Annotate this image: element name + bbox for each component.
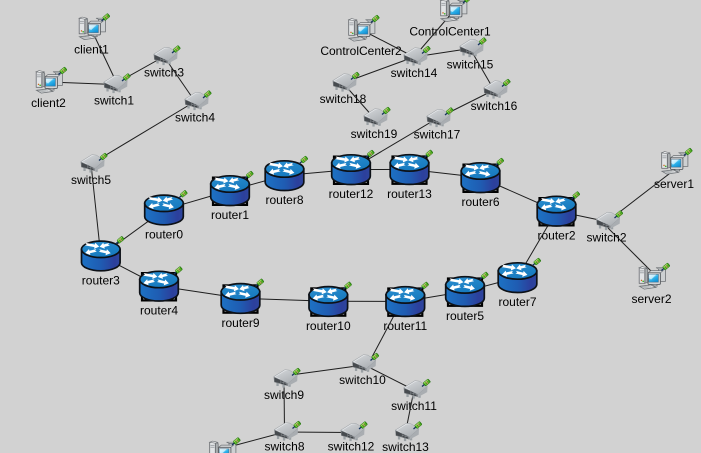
svg-text:router7: router7 <box>498 295 536 309</box>
svg-text:switch5: switch5 <box>71 173 111 187</box>
svg-text:switch8: switch8 <box>264 440 304 453</box>
svg-text:router11: router11 <box>383 319 427 333</box>
svg-text:switch17: switch17 <box>414 128 461 142</box>
svg-text:switch15: switch15 <box>447 58 494 72</box>
svg-text:client1: client1 <box>74 43 109 57</box>
svg-text:switch18: switch18 <box>320 92 367 106</box>
svg-text:router8: router8 <box>265 193 303 207</box>
svg-text:router10: router10 <box>306 319 351 333</box>
svg-text:switch13: switch13 <box>382 440 429 453</box>
svg-text:switch3: switch3 <box>144 66 184 80</box>
svg-text:server2: server2 <box>631 292 671 306</box>
svg-text:router9: router9 <box>221 316 259 330</box>
svg-text:switch11: switch11 <box>391 399 437 413</box>
svg-text:router5: router5 <box>446 309 484 323</box>
svg-text:client2: client2 <box>31 96 66 110</box>
svg-text:switch16: switch16 <box>471 99 518 113</box>
svg-text:switch19: switch19 <box>351 127 398 141</box>
svg-text:switch14: switch14 <box>391 66 438 80</box>
svg-text:ControlCenter1: ControlCenter1 <box>409 25 491 39</box>
svg-text:ControlCenter2: ControlCenter2 <box>320 44 402 58</box>
svg-text:router3: router3 <box>82 273 120 287</box>
svg-text:server1: server1 <box>654 177 694 191</box>
svg-text:router0: router0 <box>145 227 183 241</box>
svg-text:router1: router1 <box>211 208 249 222</box>
svg-text:switch2: switch2 <box>586 231 626 245</box>
svg-text:switch10: switch10 <box>339 373 386 387</box>
svg-text:router4: router4 <box>140 304 178 318</box>
svg-text:router12: router12 <box>329 187 374 201</box>
svg-text:switch12: switch12 <box>328 440 375 453</box>
svg-text:switch1: switch1 <box>94 94 134 108</box>
svg-text:router13: router13 <box>387 187 432 201</box>
svg-text:router2: router2 <box>537 229 575 243</box>
svg-text:switch4: switch4 <box>175 111 215 125</box>
svg-text:router6: router6 <box>461 195 499 209</box>
